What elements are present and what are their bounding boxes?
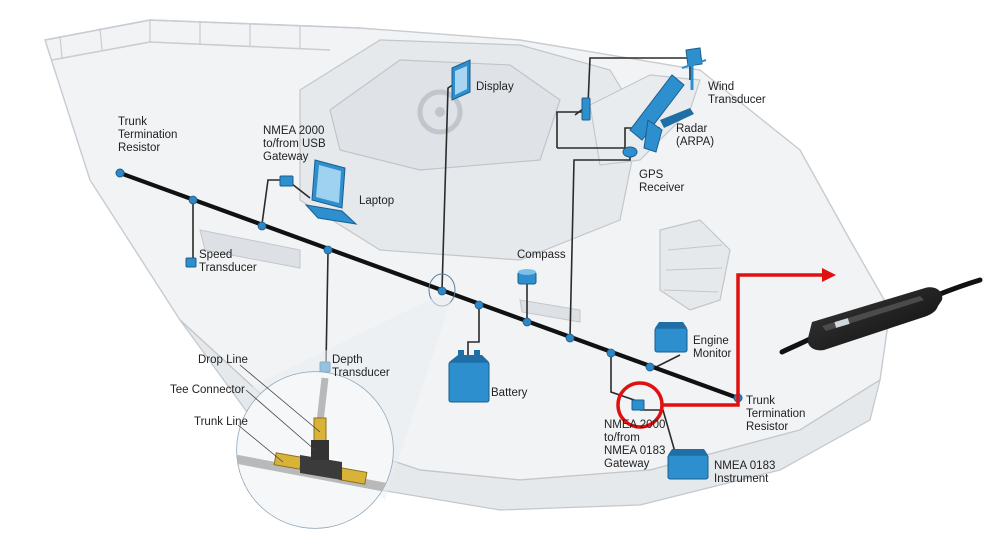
tee-connectors [188, 195, 655, 372]
label-line: Gateway [263, 151, 309, 163]
devices [185, 47, 709, 480]
label-line: Display [476, 81, 514, 93]
label-line: GPS [639, 169, 664, 181]
label-line: Tee Connector [170, 384, 245, 396]
tee-connector [257, 221, 267, 231]
radar-display-icon [581, 97, 591, 121]
gateway-product-image [779, 277, 983, 355]
tee-connector [474, 300, 484, 310]
laptop-icon [304, 159, 358, 225]
label-line: to/from USB [263, 138, 326, 150]
label-line: Laptop [359, 195, 394, 207]
drop-line-usb-laptop [291, 183, 311, 199]
trunk-termination-resistor-left [115, 168, 125, 178]
highlight-arrow-head [822, 268, 836, 282]
label-line: to/from [604, 432, 640, 444]
tee-connector [606, 348, 616, 358]
display-icon [451, 59, 471, 101]
engine-monitor-icon [654, 322, 688, 353]
label-compass: Compass [517, 249, 566, 261]
tee-connector [645, 362, 655, 372]
tee-connector [522, 317, 532, 327]
label-line: Monitor [693, 348, 732, 360]
label-line: NMEA 0183 [714, 460, 775, 472]
label-line: Termination [118, 129, 177, 141]
label-line: Wind [708, 81, 734, 93]
label-line: Transducer [199, 262, 257, 274]
battery-icon [448, 350, 490, 403]
label-line: Battery [491, 387, 528, 399]
label-line: Gateway [604, 458, 650, 470]
label-line: Engine [693, 335, 729, 347]
radar-icon [629, 74, 694, 153]
drop-line-battery [467, 305, 480, 356]
nmea0183-instrument-icon [667, 449, 709, 480]
label-line: Transducer [708, 94, 766, 106]
label-line: Instrument [714, 473, 769, 485]
label-line: NMEA 2000 [604, 419, 665, 431]
leader-drop-line [239, 364, 321, 433]
wire-gps-box-left [556, 111, 585, 148]
tee-zoom-inset [236, 297, 452, 529]
leader-tee-connector [245, 389, 316, 451]
label-line: Radar [676, 123, 707, 135]
tee-connector [565, 333, 575, 343]
compass-icon [517, 269, 537, 285]
label-line: Compass [517, 249, 566, 261]
tee-connector [188, 195, 198, 205]
label-line: NMEA 2000 [263, 125, 324, 137]
tee-connector [323, 245, 333, 255]
label-battery: Battery [491, 387, 528, 399]
label-line: Trunk Line [194, 416, 248, 428]
usb-gateway-icon [279, 175, 294, 187]
label-line: Speed [199, 249, 232, 261]
label-line: Receiver [639, 182, 685, 194]
label-line: Resistor [746, 421, 788, 433]
label-trunk-line: Trunk Line [194, 416, 248, 428]
drop-line-depth [325, 251, 329, 367]
label-line: Trunk [118, 116, 147, 128]
gps-receiver-icon [622, 146, 638, 158]
label-radar: Radar(ARPA) [676, 123, 714, 148]
label-display: Display [476, 81, 514, 93]
speed-transducer-icon [185, 257, 197, 268]
nmea0183-gateway-icon [631, 399, 645, 411]
label-line: (ARPA) [676, 136, 714, 148]
drop-line-0183-gateway [610, 354, 641, 403]
label-line: Drop Line [198, 354, 248, 366]
label-laptop: Laptop [359, 195, 394, 207]
wind-transducer-icon [681, 47, 707, 90]
drop-line-usb-gateway [261, 179, 283, 225]
highlight-callout [616, 268, 836, 429]
label-drop-line: Drop Line [198, 354, 248, 366]
label-line: Transducer [332, 367, 390, 379]
label-line: Termination [746, 408, 805, 420]
leader-trunk-line [237, 424, 284, 463]
label-line: Depth [332, 354, 363, 366]
label-tee-connector: Tee Connector [170, 384, 245, 396]
label-line: Trunk [746, 395, 775, 407]
highlight-arrow-line [662, 273, 825, 407]
tee-connector [437, 286, 447, 296]
label-line: NMEA 0183 [604, 445, 665, 457]
label-line: Resistor [118, 142, 160, 154]
